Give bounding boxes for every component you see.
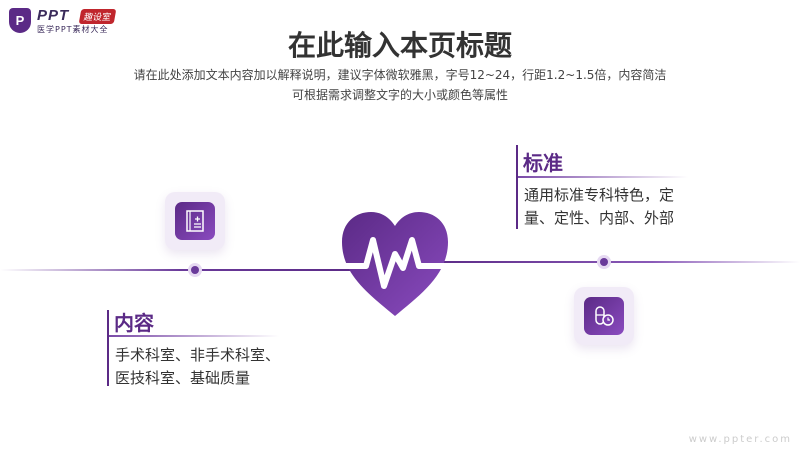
description-line-1: 请在此处添加文本内容加以解释说明，建议字体微软雅黑，字号12~24，行距1.2~… (133, 68, 667, 82)
timeline-dot (600, 258, 608, 266)
block-title-content: 内容 (114, 311, 154, 335)
timeline-dot (191, 266, 199, 274)
description-line-2: 可根据需求调整文字的大小或颜色等属性 (291, 88, 508, 102)
pill-clock-icon (595, 306, 614, 326)
block-text-content-2: 医技科室、基础质量 (115, 369, 251, 387)
page-title: 在此输入本页标题 (287, 29, 512, 62)
timeline-right (430, 261, 800, 263)
watermark: www.ppter.com (688, 434, 792, 445)
accent-bar (516, 145, 518, 229)
block-text-content-1: 手术科室、非手术科室、 (115, 346, 281, 364)
pill-clock-icon-box (574, 287, 634, 345)
block-text-standard-1: 通用标准专科特色，定 (524, 186, 675, 204)
medical-record-icon-box (165, 192, 225, 250)
block-text-standard-2: 量、定性、内部、外部 (524, 209, 675, 227)
logo-subtitle: 医学PPT素材大全 (37, 25, 109, 34)
logo-icon: P (9, 8, 31, 33)
title-underline (518, 176, 688, 178)
timeline-left (0, 269, 360, 271)
accent-bar (107, 310, 109, 386)
title-underline (109, 335, 279, 337)
logo-brand: PPT (37, 7, 70, 24)
block-title-standard: 标准 (523, 151, 563, 175)
logo-tag: 趣设室 (78, 9, 117, 24)
heartbeat-heart-icon (342, 212, 448, 316)
medical-record-icon (186, 210, 204, 232)
